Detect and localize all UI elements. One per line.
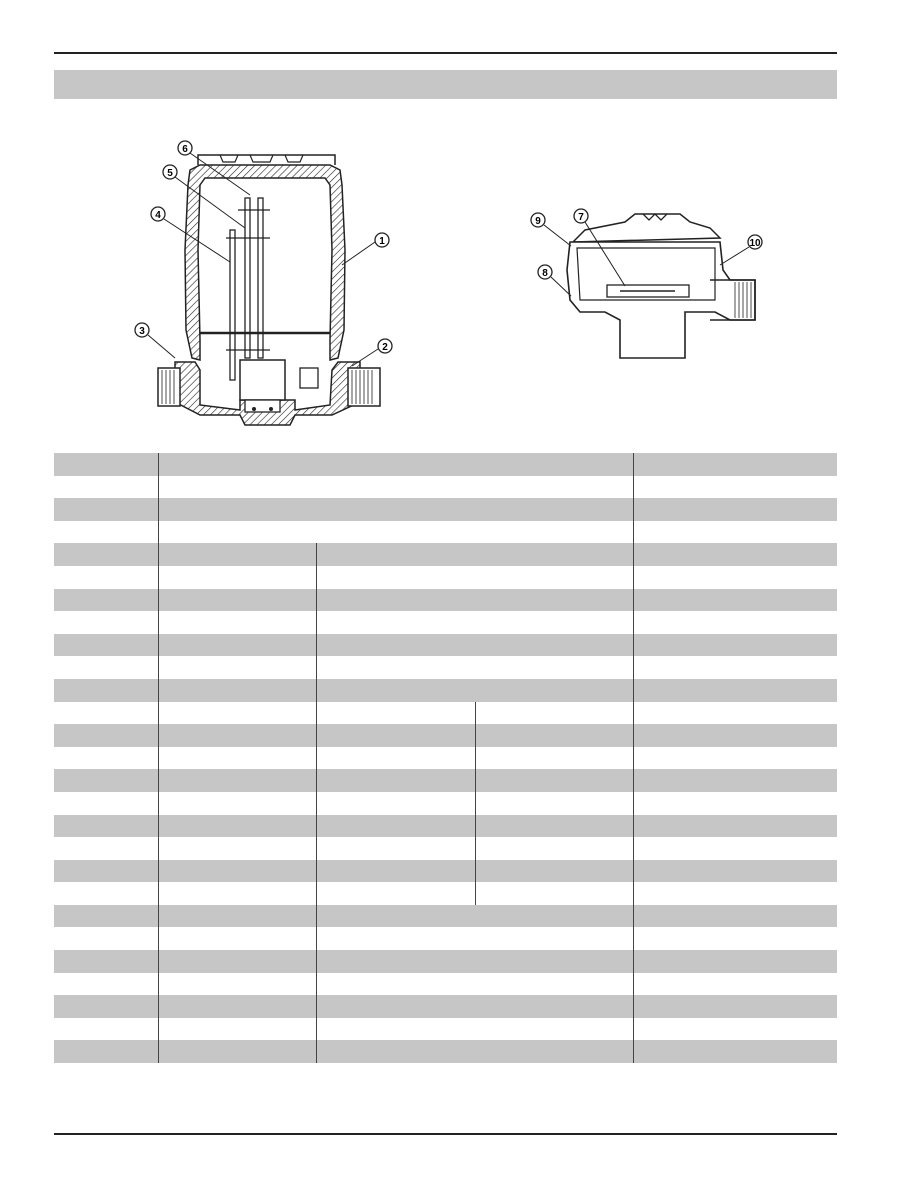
table-row xyxy=(54,475,837,499)
table-row xyxy=(54,498,837,521)
table-row xyxy=(54,520,837,544)
table-row xyxy=(54,1017,837,1041)
table-row xyxy=(54,678,837,702)
table-row xyxy=(54,927,837,951)
table-row xyxy=(54,588,837,612)
table-row xyxy=(54,656,837,679)
float-switch-assembly-figure: 6 5 4 1 3 2 xyxy=(134,140,393,426)
callout-8: 8 xyxy=(542,268,548,279)
parts-table xyxy=(54,453,837,1064)
table-row xyxy=(54,1040,837,1064)
table-row xyxy=(54,837,837,860)
table-row xyxy=(54,724,837,747)
callout-9: 9 xyxy=(535,216,541,227)
callout-4: 4 xyxy=(155,210,161,221)
table-row xyxy=(54,950,837,973)
table-row xyxy=(54,633,837,657)
callout-6: 6 xyxy=(182,144,188,155)
section-title-bar xyxy=(54,70,837,99)
table-row xyxy=(54,904,837,928)
callout-group-fig1: 6 5 4 1 3 2 xyxy=(134,140,393,367)
callout-group-fig2: 7 9 8 10 xyxy=(530,208,763,297)
junction-box-assembly-figure: 7 9 8 10 xyxy=(530,208,763,359)
callout-1: 1 xyxy=(379,236,385,247)
table-row xyxy=(54,746,837,770)
table-row xyxy=(54,859,837,883)
table-row xyxy=(54,769,837,792)
callout-5: 5 xyxy=(167,168,173,179)
table-row xyxy=(54,543,837,566)
top-rule xyxy=(54,52,837,54)
table-row xyxy=(54,995,837,1018)
callout-2: 2 xyxy=(382,342,388,353)
callout-10: 10 xyxy=(749,238,761,249)
table-row xyxy=(54,701,837,725)
callout-7: 7 xyxy=(578,212,584,223)
callout-3: 3 xyxy=(139,326,145,337)
bottom-rule xyxy=(54,1133,837,1135)
table-row xyxy=(54,565,837,589)
table-row xyxy=(54,453,837,476)
table-row xyxy=(54,611,837,634)
table-row xyxy=(54,882,837,905)
table-row xyxy=(54,972,837,996)
table-row xyxy=(54,791,837,815)
table-row xyxy=(54,814,837,838)
